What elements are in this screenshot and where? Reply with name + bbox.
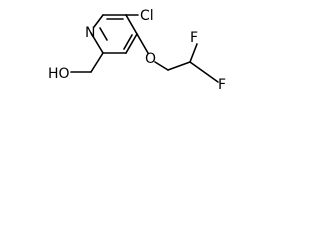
pyridine-ring bbox=[90, 14, 138, 54]
hydroxyl-label: HO bbox=[48, 66, 70, 82]
bond-c2-ch2 bbox=[90, 52, 104, 73]
fluorine-bottom-label: F bbox=[218, 77, 226, 93]
chemical-structure: N Cl O F F HO bbox=[48, 8, 226, 93]
bond-n-c2 bbox=[90, 32, 104, 54]
bond-c3-c4 bbox=[125, 33, 138, 54]
bond-c6-n bbox=[93, 14, 104, 28]
chlorine-label: Cl bbox=[140, 8, 154, 24]
bond-o-chf2 bbox=[154, 61, 169, 71]
double-bond-c3-c4 bbox=[123, 34, 133, 50]
bond-c4-c5 bbox=[125, 14, 138, 35]
fluorine-top-label: F bbox=[190, 30, 198, 46]
substituent-bonds bbox=[70, 14, 219, 83]
bond-chf2-c bbox=[167, 61, 191, 71]
ether-oxygen-label: O bbox=[145, 51, 156, 67]
double-bond-c2-n bbox=[99, 27, 108, 41]
bond-c-f-bottom bbox=[189, 61, 219, 83]
bond-c-f-top bbox=[189, 43, 198, 63]
bond-c3-o bbox=[136, 33, 149, 54]
nitrogen-label: N bbox=[85, 25, 95, 41]
